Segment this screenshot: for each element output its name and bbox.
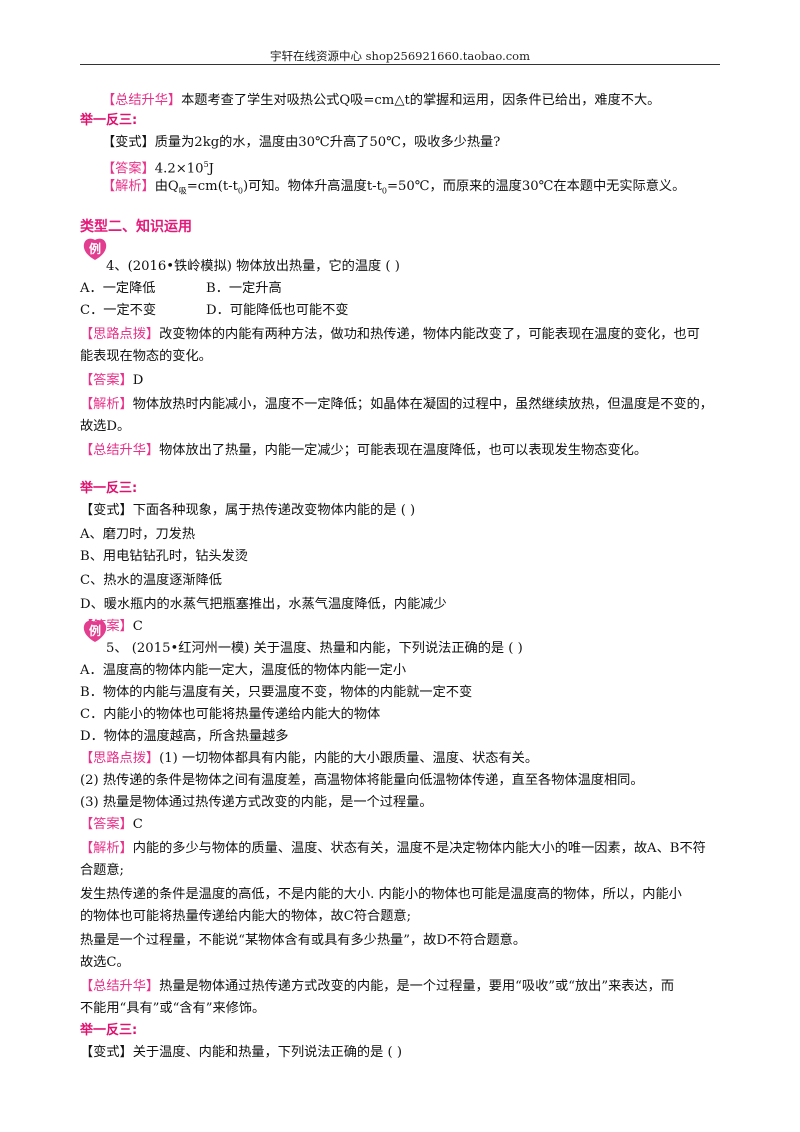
q4-hint-cont: 能表现在物态的变化。 [80, 349, 212, 364]
q4-option-d: D．可能降低也可能不变 [206, 303, 349, 318]
q5-hint-2: (2) 热传递的条件是物体之间有温度差，高温物体将能量向低温物体传递，直至各物体… [80, 773, 644, 788]
summary-line: 【总结升华】本题考查了学生对吸热公式Q吸=cm△t的掌握和运用，因条件已给出，难… [102, 93, 661, 108]
q4-analysis: 【解析】物体放热时内能减小，温度不一定降低；如晶体在凝固的过程中，虽然继续放热，… [80, 397, 713, 412]
question-4: 4、(2016•铁岭模拟) 物体放出热量，它的温度 ( ) [106, 259, 400, 274]
q5-analysis-4: 的物体也可能将热量传递给内能大的物体，故C符合题意; [80, 909, 412, 924]
v2-option-c: C、热水的温度逐渐降低 [80, 573, 222, 588]
q5-answer: 【答案】C [80, 817, 143, 832]
summary-tag: 【总结升华】 [102, 93, 182, 108]
q5-analysis-3: 发生热传递的条件是温度的高低，不是内能的大小. 内能小的物体也可能是温度高的物体… [80, 887, 682, 902]
q5-option-c: C．内能小的物体也可能将热量传递给内能大的物体 [80, 707, 381, 722]
variant-3: 【变式】关于温度、内能和热量，下列说法正确的是 ( ) [80, 1045, 402, 1060]
q5-summary: 【总结升华】热量是物体通过热传递方式改变的内能，是一个过程量，要用“吸收”或“放… [80, 979, 675, 994]
q5-analysis-5: 热量是一个过程量，不能说“某物体含有或具有多少热量”，故D不符合题意。 [80, 933, 527, 948]
practice-heading-2: 举一反三: [80, 481, 138, 496]
q4-summary: 【总结升华】物体放出了热量，内能一定减少；可能表现在温度降低，也可以表现发生物态… [80, 443, 648, 458]
q5-analysis: 【解析】内能的多少与物体的质量、温度、状态有关，温度不是决定物体内能大小的唯一因… [80, 841, 706, 856]
v2-option-b: B、用电钻钻孔时，钻头发烫 [80, 549, 248, 564]
section-title: 类型二、知识运用 [80, 219, 192, 235]
page-header: 宇轩在线资源中心 shop256921660.taobao.com [269, 49, 531, 63]
v2-option-d: D、暖水瓶内的水蒸气把瓶塞推出，水蒸气温度降低，内能减少 [80, 597, 447, 612]
svg-text:例: 例 [89, 623, 101, 638]
question-5: 5、 (2015•红河州一模) 关于温度、热量和内能，下列说法正确的是 ( ) [106, 641, 523, 656]
q4-hint: 【思路点拨】改变物体的内能有两种方法，做功和热传递，物体内能改变了，可能表现在温… [80, 327, 700, 342]
variant-2: 【变式】下面各种现象，属于热传递改变物体内能的是 ( ) [80, 503, 416, 518]
header-rule [80, 64, 720, 65]
example-badge-icon: 例 [83, 238, 107, 260]
q4-option-b: B．一定升高 [206, 281, 282, 296]
q4-analysis-cont: 故选D。 [80, 419, 131, 434]
practice-heading-3: 举一反三: [80, 1023, 138, 1038]
variant-line: 【变式】质量为2kg的水，温度由30℃升高了50℃，吸收多少热量? [102, 135, 501, 150]
v2-option-a: A、磨刀时，刀发热 [80, 527, 196, 542]
example-badge-icon: 例 [83, 620, 107, 642]
q5-hint-3: (3) 热量是物体通过热传递方式改变的内能，是一个过程量。 [80, 795, 433, 810]
practice-heading: 举一反三: [80, 113, 138, 128]
q5-option-d: D．物体的温度越高，所含热量越多 [80, 729, 289, 744]
answer-line: 【答案】4.2×105J [102, 160, 214, 177]
q5-summary-2: 不能用“具有”或“含有”来修饰。 [80, 1001, 266, 1016]
q5-option-b: B．物体的内能与温度有关，只要温度不变，物体的内能就一定不变 [80, 685, 473, 700]
q5-analysis-2: 合题意; [80, 863, 125, 878]
q4-option-a: A．一定降低 [80, 281, 156, 296]
svg-text:例: 例 [89, 241, 101, 256]
q5-hint: 【思路点拨】(1) 一切物体都具有内能，内能的大小跟质量、温度、状态有关。 [80, 751, 539, 766]
q4-option-c: C．一定不变 [80, 303, 157, 318]
q5-analysis-6: 故选C。 [80, 955, 130, 970]
analysis-line: 【解析】由Q吸=cm(t-t0)可知。物体升高温度t-t0=50℃，而原来的温度… [102, 179, 686, 196]
q4-answer: 【答案】D [80, 373, 144, 388]
q5-option-a: A．温度高的物体内能一定大，温度低的物体内能一定小 [80, 663, 407, 678]
